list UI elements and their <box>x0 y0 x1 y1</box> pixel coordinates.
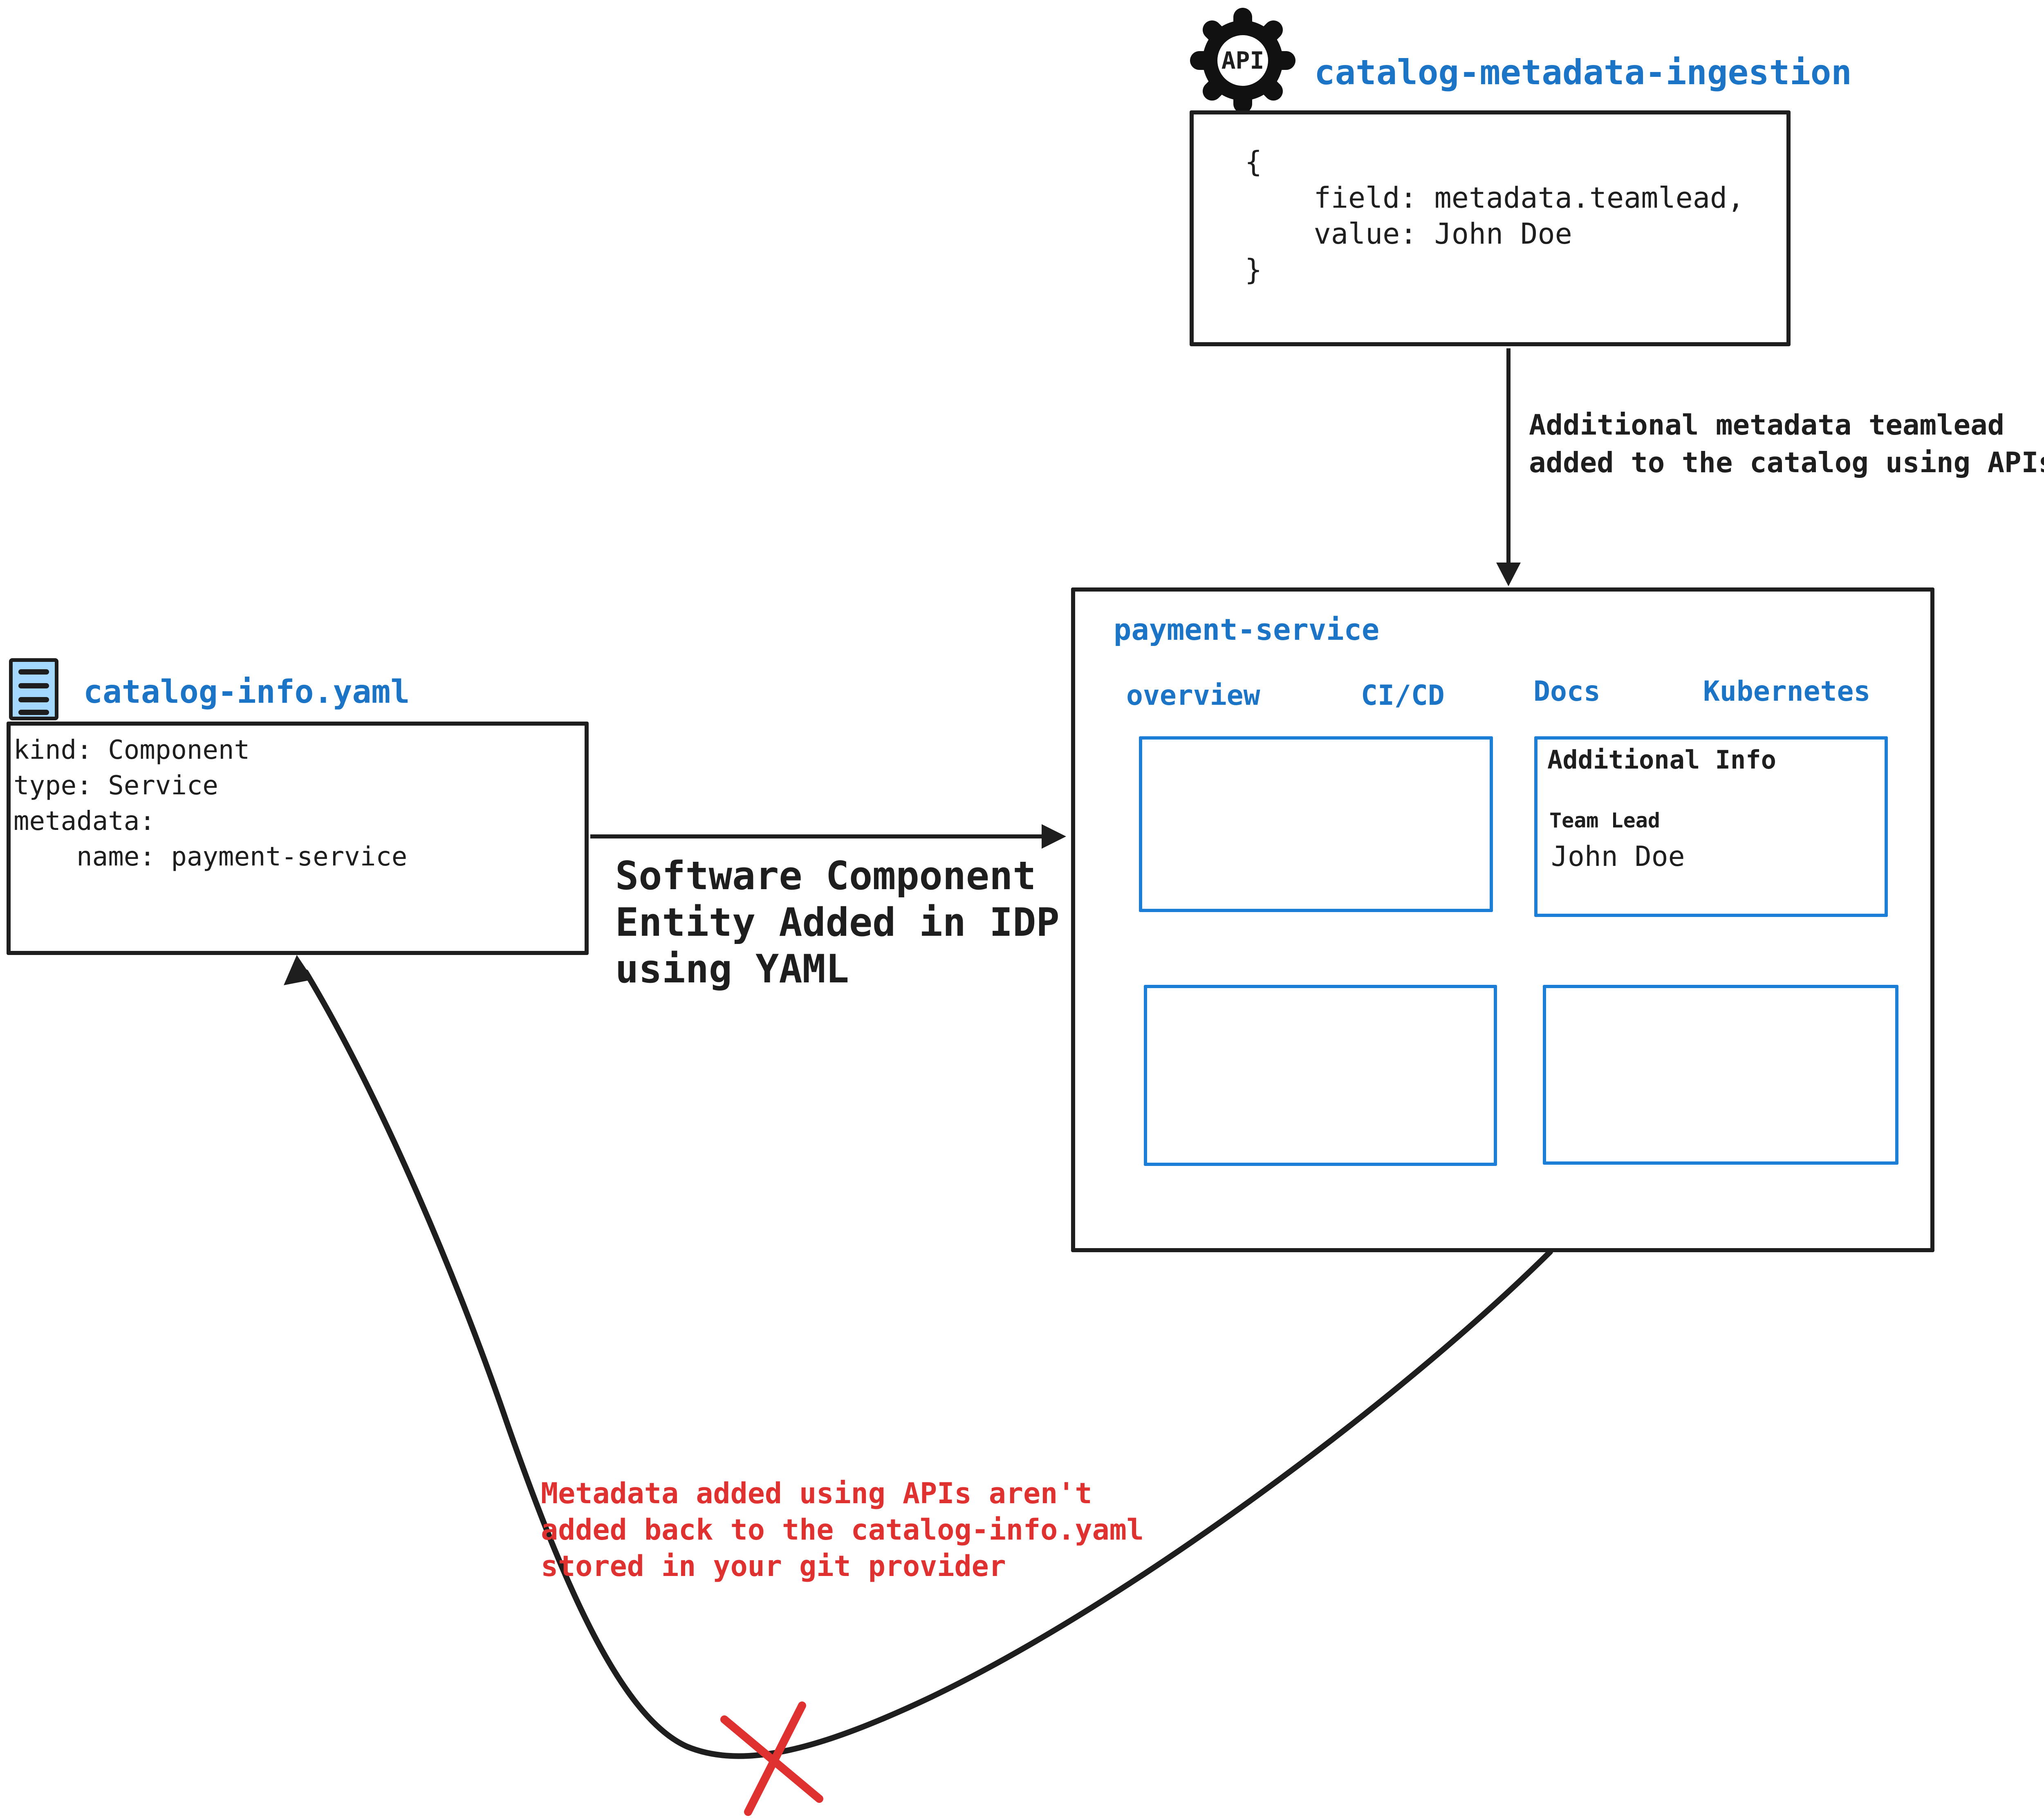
api-service-title: catalog-metadata-ingestion <box>1314 52 1852 92</box>
team-lead-label: Team Lead <box>1549 809 1660 832</box>
ingestion-arrow-label-line2: added to the catalog using APIs <box>1529 446 2044 479</box>
bottom-right-panel <box>1543 985 1898 1165</box>
additional-info-panel <box>1534 736 1888 917</box>
yaml-arrow <box>590 824 1066 849</box>
ingestion-arrow-label-line1: Additional metadata teamlead <box>1529 409 2005 442</box>
overview-panel <box>1139 736 1493 912</box>
feedback-note-line1: Metadata added using APIs aren't <box>541 1477 1092 1510</box>
yaml-arrow-label-line3: using YAML <box>615 947 849 992</box>
tab-overview[interactable]: overview <box>1126 679 1260 712</box>
feedback-note-line3: stored in your git provider <box>541 1549 1006 1583</box>
tab-kubernetes[interactable]: Kubernetes <box>1703 675 1871 708</box>
feedback-curve <box>284 955 1553 1759</box>
api-icon-label: API <box>1221 47 1264 74</box>
bottom-left-panel <box>1144 985 1497 1166</box>
json-snippet: { field: metadata.teamlead, value: John … <box>1245 145 1745 287</box>
api-ingestion-code-box <box>1190 110 1791 346</box>
feedback-curve-arrowhead <box>284 955 313 985</box>
idp-title: payment-service <box>1114 612 1380 647</box>
yaml-snippet: kind: Component type: Service metadata: … <box>13 735 408 872</box>
api-gear-icon: API <box>1190 8 1295 113</box>
tab-cicd[interactable]: CI/CD <box>1361 679 1445 712</box>
yaml-file-icon <box>9 658 58 720</box>
team-lead-value: John Doe <box>1551 841 1685 873</box>
ingestion-arrow <box>1496 348 1521 586</box>
yaml-code-box <box>7 722 589 955</box>
yaml-file-title: catalog-info.yaml <box>83 674 410 711</box>
additional-info-title: Additional Info <box>1547 745 1776 775</box>
not-synced-x-icon <box>720 1701 823 1816</box>
tab-docs[interactable]: Docs <box>1533 675 1600 708</box>
yaml-arrow-label-line2: Entity Added in IDP <box>615 900 1060 945</box>
yaml-arrow-label-line1: Software Component <box>615 854 1036 899</box>
feedback-note-line2: added back to the catalog-info.yaml <box>541 1513 1144 1547</box>
